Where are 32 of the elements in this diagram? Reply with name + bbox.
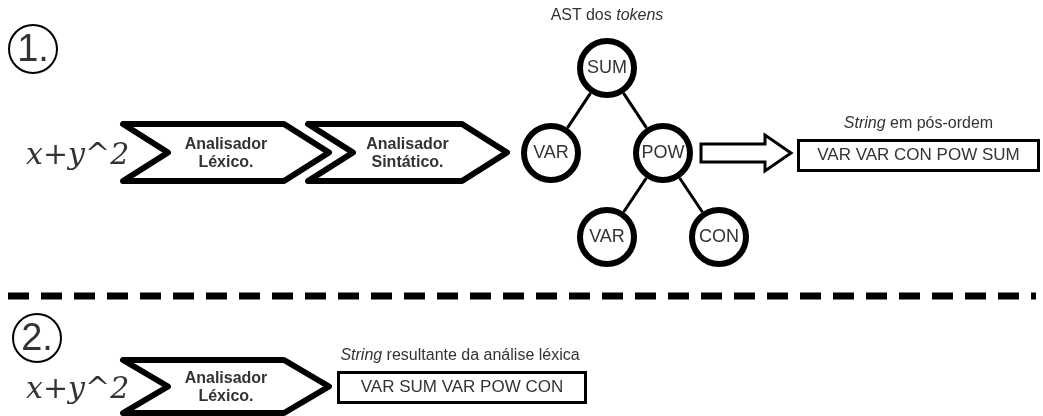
stage-label: Analisador Léxico. bbox=[183, 368, 269, 405]
tree-node-circle bbox=[577, 207, 637, 267]
node-label: VAR bbox=[533, 143, 569, 163]
node-label: String resultante da análise léxica bbox=[339, 346, 581, 364]
math-expression: x+y^2 bbox=[26, 370, 130, 405]
node-label: 1. bbox=[17, 28, 49, 70]
tree-line bbox=[678, 177, 704, 213]
step-number-circle bbox=[8, 24, 58, 74]
tree-line bbox=[566, 92, 592, 129]
tree-node-circle bbox=[633, 123, 693, 183]
node-label: AST dos tokens bbox=[549, 6, 665, 24]
node-label: POW bbox=[641, 143, 685, 163]
node-label: VAR SUM VAR POW CON bbox=[360, 378, 564, 397]
tree-node-circle bbox=[577, 38, 637, 98]
node-label: SUM bbox=[587, 58, 627, 78]
tree-line bbox=[622, 92, 648, 129]
node-label: VAR VAR CON POW SUM bbox=[817, 146, 1020, 165]
stage-label: Analisador Sintático. bbox=[365, 134, 450, 171]
block-arrow bbox=[699, 132, 794, 174]
tree-node-circle bbox=[689, 207, 749, 267]
node-label: String em pós-ordem bbox=[842, 114, 995, 132]
node-label: 2. bbox=[21, 317, 53, 359]
chevron-stage bbox=[305, 121, 510, 184]
stage-label: Analisador Léxico. bbox=[183, 134, 269, 171]
step-number-circle bbox=[12, 313, 62, 363]
math-expression: x+y^2 bbox=[26, 136, 130, 171]
tree-node-circle bbox=[521, 123, 581, 183]
node-label: CON bbox=[699, 227, 739, 247]
node-label: VAR bbox=[589, 227, 625, 247]
token-string-box bbox=[337, 371, 587, 404]
token-string-box bbox=[797, 139, 1040, 172]
tree-line bbox=[622, 177, 648, 213]
